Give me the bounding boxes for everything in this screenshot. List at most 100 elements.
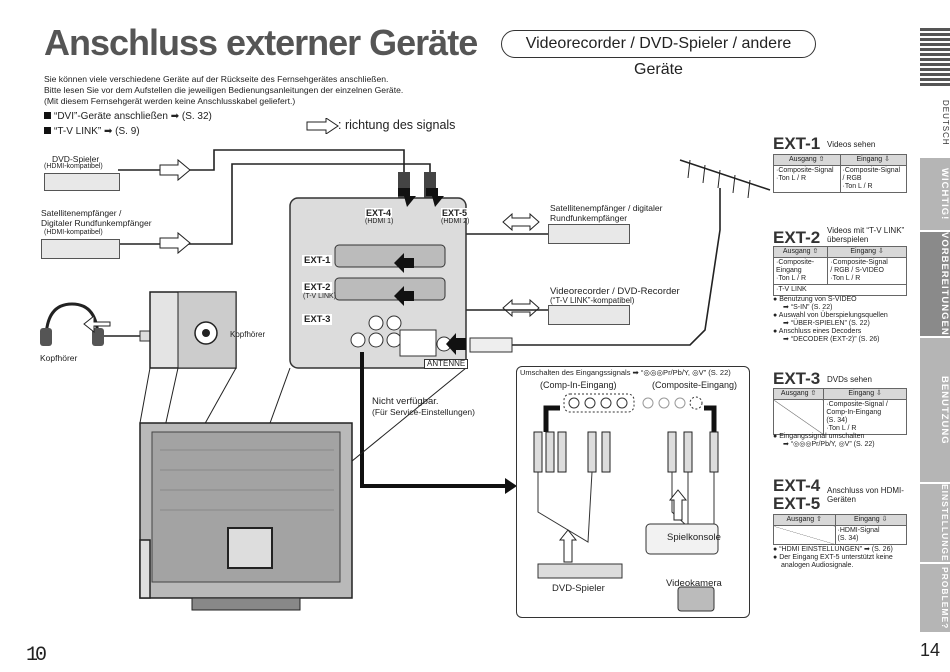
sat-digital-label-1: Satellitenempfänger / digitaler <box>550 203 663 213</box>
ext3-label: EXT-3 <box>302 314 333 325</box>
recorder-device <box>548 305 630 325</box>
ext1-table: Ausgang ⇧Eingang ⇩ ·Composite-Signal ·To… <box>773 154 907 193</box>
section-subtitle: Videorecorder / DVD-Spieler / andere Ger… <box>501 30 816 78</box>
ext2-note-3: ● Auswahl von Überspielungsquellen <box>773 312 888 319</box>
bullet-dvi-text: “DVI”-Geräte anschließen ➡ (S. 32) <box>54 111 212 122</box>
sat-receiver-note: (HDMI-kompatibel) <box>44 229 103 236</box>
ext45-table: Ausgang ⇧Eingang ⇩ ·HDMI-Signal (S. 34) <box>773 514 907 545</box>
ext45-col-in: Eingang ⇩ <box>834 514 907 526</box>
ext3-desc: DVDs sehen <box>827 375 872 384</box>
ext2-notes: ● Benutzung von S-VIDEO ➡ “S-IN” (S. 22)… <box>773 296 888 344</box>
signal-arrow-icon <box>306 118 339 134</box>
bullet-tvlink-text: “T-V LINK” ➡ (S. 9) <box>54 126 140 137</box>
ext45-out-empty <box>773 525 836 545</box>
ext2-tvlink-row: ·T-V LINK <box>773 284 907 296</box>
game-console-label: Spielkonsole <box>667 532 721 543</box>
ext45-desc: Anschluss von HDMI-Geräten <box>827 486 904 504</box>
recorder-note: (“T-V LINK”-kompatibel) <box>550 296 635 305</box>
sidebar-stripe <box>920 28 950 88</box>
ext2-col-in: Eingang ⇩ <box>827 246 907 258</box>
input-switch-box <box>516 366 750 618</box>
ext2-note-5: ● Anschluss eines Decoders <box>773 328 862 335</box>
sidebar: DEUTSCH WICHTIG! VORBEREITUNGEN BENUTZUN… <box>920 0 950 672</box>
dvd-player-device <box>44 173 120 191</box>
ext45-note-1: ● “HDMI EINSTELLUNGEN” ➡ (S. 26) <box>773 546 893 553</box>
page-number: 14 <box>919 640 940 660</box>
ext5-label: EXT-5 <box>441 208 469 218</box>
service-settings-label: (Für Service-Einstellungen) <box>372 407 475 417</box>
tab-probleme[interactable]: PROBLEME? <box>920 564 950 632</box>
input-switch-diagram <box>533 393 719 612</box>
ext3-note-1: ● Eingangssignal umschalten <box>773 433 865 440</box>
signal-legend: : richtung des signals <box>338 118 456 132</box>
ext45-notes: ● “HDMI EINSTELLUNGEN” ➡ (S. 26) ● Der E… <box>773 546 893 570</box>
intro-line-2: Bitte lesen Sie vor dem Aufstellen die j… <box>44 85 404 95</box>
bullet-tvlink: “T-V LINK” ➡ (S. 9) <box>44 126 140 137</box>
ext45-in: ·HDMI-Signal (S. 34) <box>834 525 907 545</box>
ext5-title: EXT-5 <box>773 494 821 513</box>
ext2-note-1: ● Benutzung von S-VIDEO <box>773 296 857 303</box>
composite-label: (Composite-Eingang) <box>652 380 738 390</box>
ext2-note-2: ➡ “S-IN” (S. 22) <box>783 304 833 311</box>
intro-line-3: (Mit diesem Fernsehgerät werden keine An… <box>44 96 296 106</box>
ext5-sub: (HDMI 2) <box>441 218 470 225</box>
ext4-label: EXT-4 <box>365 208 393 218</box>
dvd-player-label: DVD-Spieler <box>52 154 100 164</box>
bullet-dvi: “DVI”-Geräte anschließen ➡ (S. 32) <box>44 111 212 122</box>
ext3-col-in: Eingang ⇩ <box>823 388 907 400</box>
ext3-table: Ausgang ⇧Eingang ⇩ ·Composite-Signal / C… <box>772 388 907 435</box>
input-switch-heading: Umschalten des Eingangssignals ➡ “◎◎◎Pr/… <box>520 368 731 377</box>
sat-receiver-device <box>41 239 120 259</box>
dvd-player-note: (HDMI-kompatibel) <box>44 163 103 170</box>
ext2-sub: (T-V LINK) <box>303 293 337 300</box>
ext3-col-out: Ausgang ⇧ <box>772 388 825 400</box>
ext3-out-empty <box>772 399 825 435</box>
sat-digital-label-2: Rundfunkempfänger <box>550 213 628 223</box>
tab-benutzung[interactable]: BENUTZUNG <box>920 338 950 482</box>
bullet-square-icon <box>44 127 51 134</box>
ext45-col-out: Ausgang ⇧ <box>773 514 836 526</box>
comp-dvd-player-label: DVD-Spieler <box>552 583 605 594</box>
intro-text: Sie können viele verschiedene Geräte auf… <box>44 74 464 107</box>
ext1-col-out: Ausgang ⇧ <box>773 154 841 166</box>
ext2-out: ·Composite- Eingang ·Ton L / R <box>772 257 829 285</box>
ext2-col-out: Ausgang ⇧ <box>772 246 829 258</box>
ext1-title: EXT-1 <box>773 134 821 153</box>
antenna-label: ANTENNE <box>424 359 469 369</box>
tab-wichtig[interactable]: WICHTIG! <box>920 158 950 230</box>
intro-line-1: Sie können viele verschiedene Geräte auf… <box>44 74 389 84</box>
ext2-in: ·Composite-Signal / RGB / S-VIDEO ·Ton L… <box>827 257 907 285</box>
tab-vorbereitungen[interactable]: VORBEREITUNGEN <box>920 232 950 336</box>
ext3-title: EXT-3 <box>773 369 821 388</box>
ext1-in: ·Composite-Signal / RGB ·Ton L / R <box>839 165 907 193</box>
bullet-square-icon <box>44 112 51 119</box>
recorder-label: Videorecorder / DVD-Recorder <box>550 286 680 297</box>
video-camera-label: Videokamera <box>666 578 722 589</box>
left-page-mark: 10 <box>26 644 47 667</box>
tab-deutsch[interactable]: DEUTSCH <box>941 100 950 146</box>
ext2-label: EXT-2 <box>302 282 333 293</box>
ext3-note-2: ➡ “◎◎◎Pr/Pb/Y, ◎V” (S. 22) <box>783 441 875 448</box>
page-title: Anschluss externer Geräte <box>44 22 478 63</box>
ext1-label: EXT-1 <box>302 255 333 266</box>
ext2-note-6: ➡ “DECODER (EXT-2)” (S. 26) <box>783 336 880 343</box>
ext3-in: ·Composite-Signal / Comp-In-Eingang (S. … <box>823 399 907 435</box>
headphone-port-label: Kopfhörer <box>230 330 266 339</box>
sat-digital-device <box>548 224 630 244</box>
ext2-table: Ausgang ⇧Eingang ⇩ ·Composite- Eingang ·… <box>772 246 907 296</box>
ext45-note-2: ● Der Eingang EXT-5 unterstützt keine <box>773 554 893 561</box>
ext4-sub: (HDMI 1) <box>365 218 394 225</box>
ext1-out: ·Composite-Signal ·Ton L / R <box>773 165 841 193</box>
ext2-desc: Videos mit “T-V LINK” überspielen <box>827 226 905 244</box>
wiring-diagram <box>40 149 771 611</box>
ext1-desc: Videos sehen <box>827 140 876 149</box>
sat-receiver-label-1: Satellitenempfänger / <box>41 208 122 218</box>
sat-receiver-label-2: Digitaler Rundfunkempfänger <box>41 218 152 228</box>
ext1-col-in: Eingang ⇩ <box>839 154 907 166</box>
ext45-note-3: analogen Audiosignale. <box>781 562 854 569</box>
comp-in-label: (Comp-In-Eingang) <box>540 380 617 390</box>
ext3-notes: ● Eingangssignal umschalten ➡ “◎◎◎Pr/Pb/… <box>773 433 875 449</box>
ext2-title: EXT-2 <box>773 228 821 247</box>
tab-einstellungen[interactable]: EINSTELLUNGEN <box>920 484 950 569</box>
ext4-title: EXT-4 <box>773 476 821 495</box>
